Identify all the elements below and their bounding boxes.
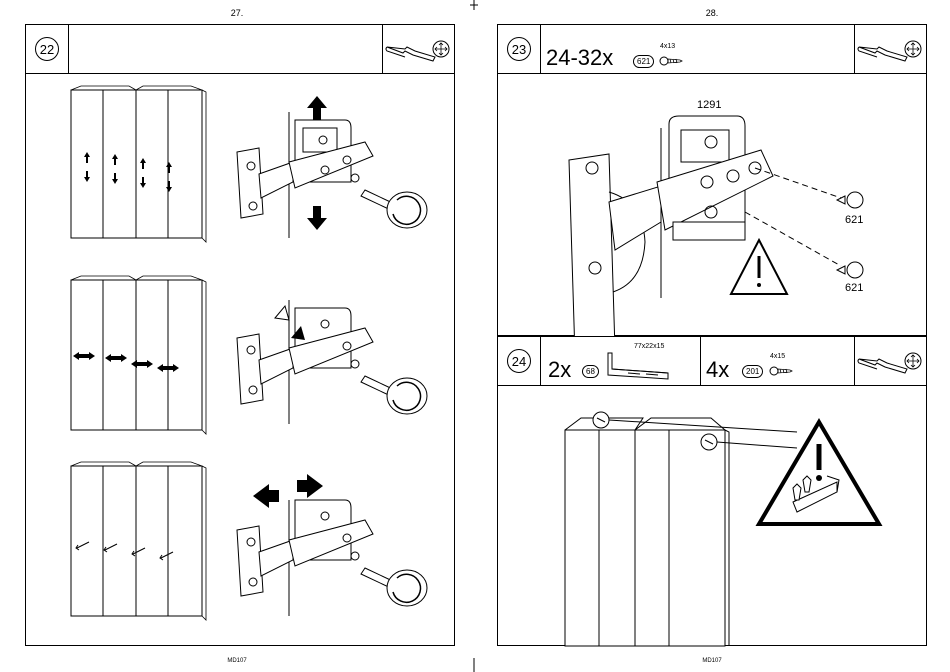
screw-size: 4x13 [660, 43, 675, 50]
step-number: 22 [35, 37, 59, 61]
step-23-header: 23 24-32x 621 4x13 [498, 25, 926, 74]
screw-size: 4x15 [770, 353, 785, 360]
hinge-icon [237, 500, 427, 616]
adjust-target-icon [431, 39, 451, 59]
header-divider [700, 337, 701, 385]
step-22-drawings [25, 72, 455, 646]
step-24-header: 24 2x 68 77x22x15 4x 201 4x15 [498, 337, 926, 386]
warning-icon [759, 422, 879, 524]
wardrobe-icon [71, 86, 206, 242]
screw-quantity: 4x [706, 359, 729, 381]
page-footer-left: MD107 [207, 658, 267, 664]
arrow-icon [297, 474, 323, 498]
arrow-icon [307, 206, 327, 230]
adjust-target-icon [903, 39, 923, 59]
bracket-part-oval: 68 [582, 365, 599, 378]
arrow-icon [76, 542, 173, 560]
wardrobe-icon [565, 418, 729, 646]
step-23-drawing [497, 72, 927, 334]
screw-icon [660, 55, 684, 67]
hinge-icon [237, 300, 427, 424]
screw-icon [837, 262, 863, 278]
arrow-icon [84, 152, 172, 192]
screw-label-bottom: 621 [845, 282, 863, 294]
step-number: 23 [507, 37, 531, 61]
hinge-icon [237, 112, 427, 238]
screw-label-top: 621 [845, 214, 863, 226]
screw-quantity: 24-32x [546, 47, 613, 69]
wardrobe-icon [71, 276, 206, 434]
tools-box [382, 25, 454, 73]
screw-icon [837, 192, 863, 208]
tools-box [854, 337, 926, 385]
wardrobe-icon [71, 462, 206, 620]
screw-icon [770, 365, 794, 377]
step-number: 24 [507, 349, 531, 373]
adjust-target-icon [903, 351, 923, 371]
page-footer-right: MD107 [682, 658, 742, 664]
warning-icon [731, 240, 787, 294]
arrow-icon [307, 96, 327, 120]
arrow-icon [253, 484, 279, 508]
arrow-icon [73, 352, 179, 372]
bracket-size: 77x22x15 [634, 343, 664, 350]
bracket-quantity: 2x [548, 359, 571, 381]
hinge-part-label: 1291 [697, 99, 721, 111]
step-22-header: 22 [26, 25, 454, 74]
step-24-drawing [497, 384, 927, 646]
screw-part-oval: 201 [742, 365, 763, 378]
tools-box [854, 25, 926, 73]
hinge-icon [569, 116, 773, 356]
part-number-oval: 621 [633, 55, 654, 68]
bracket-icon [604, 351, 674, 381]
